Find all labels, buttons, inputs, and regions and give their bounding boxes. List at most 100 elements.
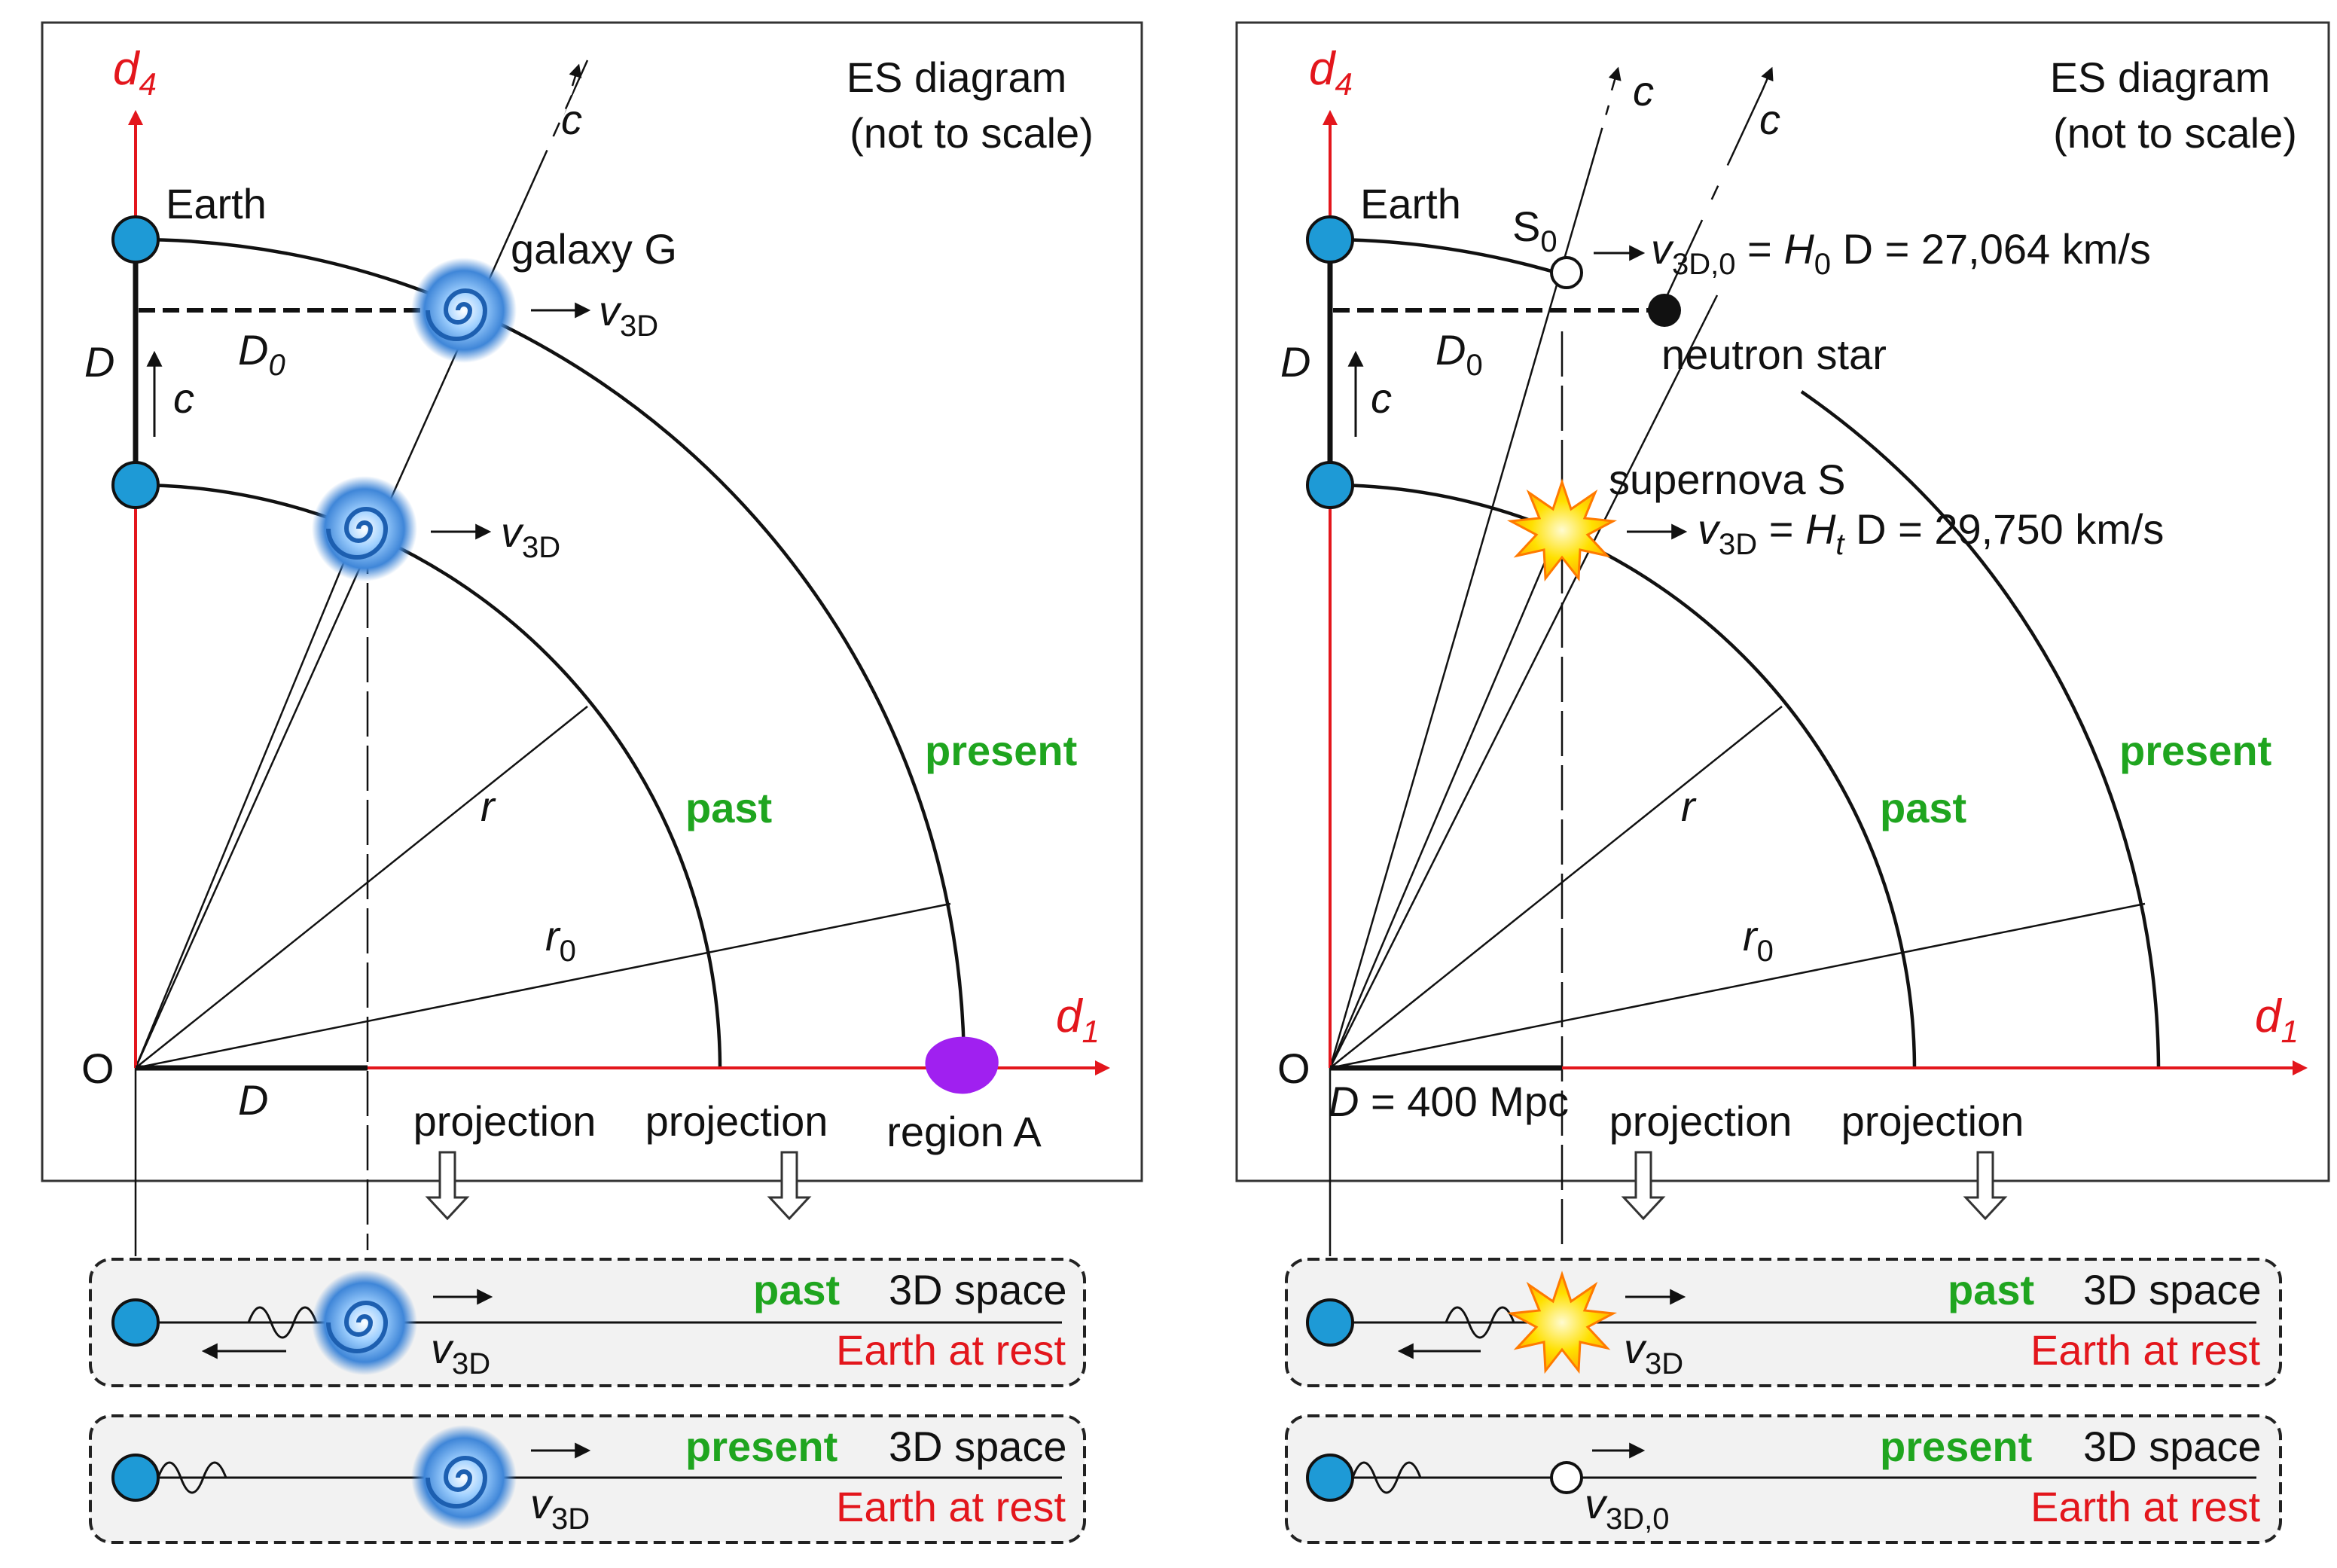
left-frame <box>41 21 1143 1182</box>
right-rays <box>1329 90 2146 1256</box>
right-past-label: past <box>1880 784 1966 831</box>
right-c-ray2-arrow <box>1761 66 1774 91</box>
left-D-bottom-label: D <box>238 1076 268 1124</box>
right-v-equation: v3D = Ht D = 29,750 km/s <box>1698 505 2164 561</box>
right-projection-1: projection <box>1609 1097 1792 1145</box>
left-c-ray-dash <box>546 84 575 152</box>
left-region-a-blob <box>925 1036 999 1094</box>
right-past-arc <box>1329 483 1917 1070</box>
right-panel-past: v3D past 3D space Earth at rest <box>1285 1258 2282 1387</box>
right-s0-label: S0 <box>1512 203 1557 258</box>
left-rays <box>134 59 951 1256</box>
left-present-arc <box>135 237 966 1069</box>
left-D-label: D <box>84 338 114 386</box>
left-d1-label: d1 <box>1056 990 1100 1049</box>
left-v-label-present: v3D <box>599 287 658 343</box>
left-galaxy-past <box>312 476 417 581</box>
left-panel-present-v: v3D <box>530 1480 590 1536</box>
right-projection-arrow-1 <box>1621 1151 1666 1221</box>
right-d4-label: d4 <box>1309 43 1353 102</box>
left-panel-past-space: 3D space <box>889 1266 1067 1313</box>
right-c-ray1-arrow <box>1608 66 1622 91</box>
left-panel-past-frame: Earth at rest <box>836 1326 1066 1374</box>
right-origin-label: O <box>1277 1045 1310 1092</box>
left-title-line1: ES diagram <box>847 53 1067 101</box>
right-c-ray1-gap <box>1600 105 1611 129</box>
left-past-arc <box>135 483 722 1070</box>
left-earth-past <box>111 461 160 509</box>
right-panel-past-state: past <box>1948 1266 2034 1313</box>
left-panel-past-v: v3D <box>431 1325 490 1380</box>
right-r0-label: r0 <box>1743 912 1774 968</box>
right-supernova-icon <box>1506 478 1618 582</box>
right-projection-arrow-2 <box>1963 1151 2008 1221</box>
right-s0-point <box>1550 256 1583 289</box>
left-panel-present: v3D present 3D space Earth at rest <box>89 1414 1086 1544</box>
left-panel-present-frame: Earth at rest <box>836 1483 1066 1530</box>
right-earth-past <box>1306 461 1354 509</box>
right-v0-equation: v3D,0 = H0 D = 27,064 km/s <box>1651 225 2151 281</box>
left-c-label-ray: c <box>561 96 582 143</box>
right-title-line1: ES diagram <box>2050 53 2271 101</box>
left-present-label: present <box>925 727 1077 774</box>
right-D-label: D <box>1280 338 1310 386</box>
right-panel-past-v: v3D <box>1624 1325 1683 1380</box>
left-v-label-past: v3D <box>501 508 560 564</box>
right-c-label-ray2: c <box>1759 96 1780 143</box>
left-panel-past: v3D past 3D space Earth at rest <box>89 1258 1086 1387</box>
left-galaxy-label: galaxy G <box>511 225 677 273</box>
left-c-ray-arrow <box>569 63 582 87</box>
right-diagram: ES diagram (not to scale) d4 d1 O <box>1235 21 2330 1256</box>
right-panel-past-frame: Earth at rest <box>2030 1326 2260 1374</box>
left-projection-arrow-2 <box>767 1151 812 1221</box>
right-distance-label: D = 400 Mpc <box>1329 1078 1569 1125</box>
right-panel-present-s0 <box>1550 1461 1583 1494</box>
right-D0-label: D0 <box>1435 326 1483 382</box>
right-neutron-label: neutron star <box>1661 331 1887 378</box>
left-r0-label: r0 <box>545 912 576 968</box>
left-panel-present-state: present <box>685 1423 837 1470</box>
left-panel-present-space: 3D space <box>889 1423 1067 1470</box>
right-supernova-label: supernova S <box>1609 456 1845 503</box>
left-earth-label: Earth <box>166 180 267 227</box>
left-region-label: region A <box>886 1108 1042 1155</box>
left-D0-label: D0 <box>238 326 285 382</box>
right-c-label-ray1: c <box>1633 67 1654 114</box>
right-frame <box>1235 21 2330 1182</box>
left-projection-2: projection <box>645 1097 828 1145</box>
right-panel-present-v: v3D,0 <box>1585 1480 1670 1536</box>
left-title-line2: (not to scale) <box>850 109 1094 157</box>
right-neutron-star <box>1648 294 1681 327</box>
left-diagram: ES diagram (not to scale) d4 d1 O Earth <box>41 21 1143 1256</box>
left-d4-label: d4 <box>113 43 157 102</box>
right-earth-present <box>1306 215 1354 264</box>
right-c-ray2-gap <box>1700 154 1734 221</box>
left-r-label: r <box>481 782 496 830</box>
right-panel-past-space: 3D space <box>2083 1266 2262 1313</box>
right-panel-present-space: 3D space <box>2083 1423 2262 1470</box>
right-projection-2: projection <box>1841 1097 2024 1145</box>
left-c-label-vertical: c <box>173 374 194 422</box>
right-present-label: present <box>2119 727 2271 774</box>
right-d1-label: d1 <box>2255 990 2299 1049</box>
left-panel-past-galaxy <box>312 1270 417 1375</box>
left-earth-present <box>111 215 160 264</box>
right-c-label-vertical: c <box>1371 374 1392 422</box>
right-present-arc-b <box>1800 390 2161 1069</box>
right-panel-past-supernova <box>1506 1271 1618 1374</box>
right-panel-present: v3D,0 present 3D space Earth at rest <box>1285 1414 2282 1544</box>
left-panel-past-state: past <box>753 1266 840 1313</box>
right-title-line2: (not to scale) <box>2053 109 2297 157</box>
left-projection-arrow-1 <box>425 1151 470 1221</box>
left-galaxy-present <box>411 258 517 363</box>
right-earth-label: Earth <box>1360 180 1461 227</box>
right-r-label: r <box>1681 782 1697 830</box>
right-panel-present-state: present <box>1880 1423 2032 1470</box>
left-past-label: past <box>685 784 772 831</box>
right-present-arc-a <box>1329 237 1567 278</box>
left-panel-present-galaxy <box>411 1425 517 1530</box>
left-projection-1: projection <box>413 1097 596 1145</box>
left-origin-label: O <box>81 1045 114 1092</box>
right-panel-present-frame: Earth at rest <box>2030 1483 2260 1530</box>
